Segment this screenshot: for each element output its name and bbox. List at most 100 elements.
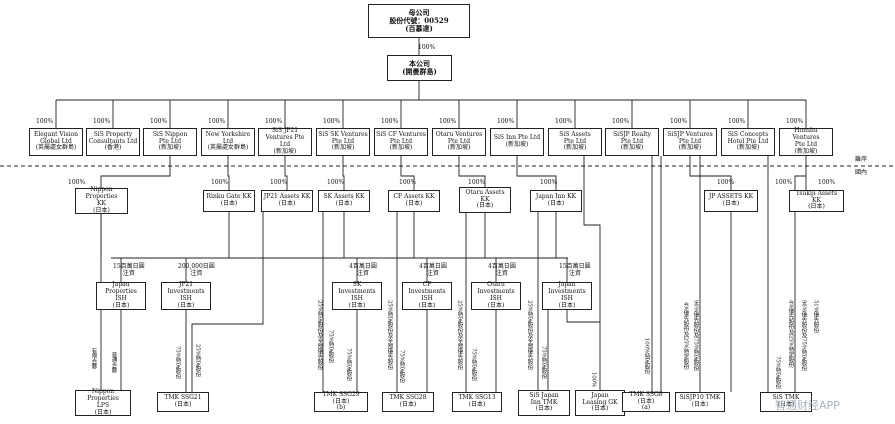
subsidiary-box-line-2: Pte Ltd: [331, 137, 355, 145]
region-onshore: 國內: [855, 169, 868, 176]
pct-subsidiary: 100%: [208, 118, 226, 125]
subsidiary-box-line-2: Ltd: [222, 137, 234, 145]
ish-box-line-2: ISH: [421, 295, 433, 302]
tmk-box-line-3: (日本): [591, 405, 609, 413]
contribution-line: 200,000日圓: [178, 263, 215, 270]
region-offshore: 離岸: [855, 156, 868, 163]
kk-box-line-2: (日本): [335, 200, 353, 207]
pct-kk: 100%: [540, 179, 558, 186]
ownership-line: [566, 310, 601, 390]
pct-kk: 100%: [327, 179, 345, 186]
subsidiary-box-line-2: Hotel Pte Ltd: [727, 137, 769, 145]
tmk-box: SiS TMK(日本): [760, 392, 812, 412]
ownership-line: [794, 175, 806, 190]
tmk-box-line-2: LPS: [96, 402, 110, 409]
contribution-label: 200,000日圓注資: [178, 264, 215, 278]
tmk-box-line-3: (日本): [535, 405, 553, 413]
contribution-label: 4百萬日圓注資: [349, 264, 377, 278]
kk-box-line-1: SK Assets KK: [323, 193, 365, 201]
contribution-line: 注資: [568, 270, 581, 277]
subsidiary-box-line-3: (新加坡): [678, 144, 702, 152]
tmk-box-line-2: (日本): [332, 397, 350, 405]
subsidiary-box-line-2: Pte Ltd: [620, 137, 644, 145]
contribution-line: 4百萬日圓: [488, 263, 516, 270]
kk-box-line-3: (日本): [93, 206, 110, 214]
pct-kk: 100%: [818, 179, 836, 186]
subsidiary-box-line-3: (英屬處女群島): [35, 144, 77, 152]
company-box-line-2: (開曼群島): [402, 67, 437, 76]
ish-box-line-2: ISH: [115, 295, 127, 302]
ownership-line: [400, 156, 415, 190]
subsidiary-box-line-3: (新加坡): [794, 147, 818, 155]
tmk-box-line-2: Leasing GK: [582, 398, 618, 406]
ownership-line: [100, 156, 171, 188]
kk-box-line-1: Otaru Assets: [465, 188, 505, 196]
subsidiary-box-line-3: (新加坡): [158, 144, 182, 152]
kk-box: Tsukiji Assets KK(日本): [789, 190, 844, 212]
subsidiary-box-line-1: SiSJP Realty: [613, 130, 651, 138]
pct-subsidiary: 100%: [497, 118, 515, 125]
pct-subsidiary: 100%: [439, 118, 457, 125]
ownership-line: [284, 156, 288, 190]
pct-kk: 100%: [211, 179, 229, 186]
kk-box-line-2: KK: [480, 195, 490, 203]
contribution-line: 注資: [122, 270, 135, 277]
contribution-line: 注資: [495, 270, 508, 277]
share-label: 75%特定股份: [398, 350, 405, 383]
subsidiary-box: SiS Inn Pte Ltd(新加坡): [490, 128, 544, 156]
share-label: 96%優先股份及75%特定股份: [692, 300, 699, 371]
kk-box-line-1: Japan Inn KK: [535, 193, 577, 201]
pct-subsidiary: 100%: [555, 118, 573, 125]
tmk-box-line-2: (日本): [691, 401, 709, 408]
kk-box-line-2: KK: [97, 200, 106, 207]
subsidiary-box-line-3: (英屬處女群島): [207, 144, 249, 152]
contribution-line: 4百萬日圓: [419, 263, 447, 270]
ish-box-line-1: SK Investments: [338, 281, 376, 296]
tmk-box-line-2: (日本): [468, 401, 486, 408]
ish-box-line-2: Investments ISH: [548, 288, 586, 302]
share-label: 96%優先股份及75%特定股份: [800, 300, 807, 371]
contribution-label: 15百萬日圓注資: [113, 264, 145, 278]
subsidiary-box-line-1: Elegant Vision: [33, 130, 79, 138]
share-label: 25%特定股份及全部優先股份: [386, 300, 393, 370]
share-label: 4%優先股份及25%特定股份: [682, 302, 689, 370]
tmk-box-line-2: (日本): [637, 397, 655, 405]
ish-box-line-3: (日本): [348, 301, 366, 309]
tmk-box-line-1: TMK SSG29: [322, 390, 360, 398]
pct-kk: 100%: [270, 179, 288, 186]
tmk-box-line-1: TMK SSG8: [629, 390, 663, 398]
subsidiary-box-line-3: (新加坡): [447, 144, 471, 152]
tmk-box: TMK SSG13(日本): [452, 392, 502, 412]
pct-parent: 100%: [418, 44, 436, 51]
kk-box: CF Assets KK(日本): [388, 190, 440, 212]
contribution-line: 15百萬日圓: [559, 263, 591, 270]
subsidiary-box-line-1: New Yorkshire: [205, 130, 251, 138]
ish-box-line-3: (日本): [177, 301, 195, 309]
subsidiary-box-line-2: Pte Ltd: [678, 137, 702, 145]
contribution-line: 注資: [356, 270, 369, 277]
subsidiary-box-line-3: (新加坡): [389, 144, 413, 152]
ish-box-line-2: Investments ISH: [477, 288, 515, 302]
subsidiary-box-line-1: SiS SK Ventures: [318, 130, 368, 138]
contribution-label: 4百萬日圓注資: [419, 264, 447, 278]
share-label: 100%特定股份: [643, 338, 650, 375]
ish-box-line-1: Japan: [558, 281, 576, 289]
ownership-line: [516, 156, 557, 190]
subsidiary-box-line-1: Honshu Ventures: [792, 127, 820, 142]
ownership-line: [458, 156, 486, 187]
pct-subsidiary: 100%: [381, 118, 399, 125]
subsidiary-box-line-3: (新加坡): [563, 144, 587, 152]
tmk-box: TMK SSG8(日本)(a): [622, 390, 670, 412]
